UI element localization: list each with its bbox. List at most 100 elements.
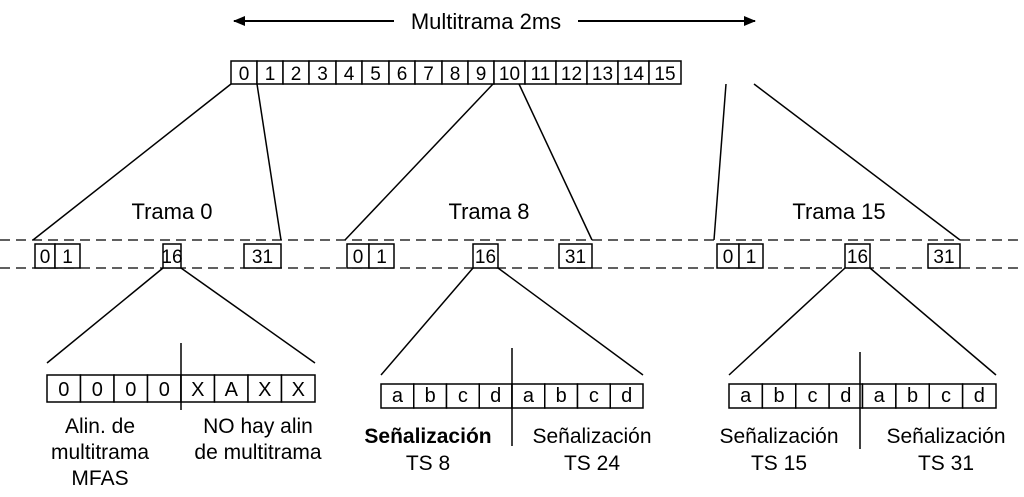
fan-line xyxy=(497,267,644,376)
timeslot-box xyxy=(558,243,593,269)
multiframe-cell-label: 10 xyxy=(499,64,520,85)
bit-cell xyxy=(445,383,480,409)
timeslot-label: 16 xyxy=(161,247,182,268)
bit-label: a xyxy=(874,385,886,407)
slot16-fan-lines xyxy=(46,267,997,376)
timeslot-box xyxy=(738,243,764,269)
bit-cell xyxy=(961,383,997,409)
bit-cell xyxy=(113,374,149,403)
bit-label: b xyxy=(556,385,567,407)
timeslot-box xyxy=(162,243,182,269)
fan-line xyxy=(713,83,727,241)
caption-line: Señalización xyxy=(886,425,1005,448)
bit-label: b xyxy=(907,385,918,407)
bit-label: a xyxy=(740,385,752,407)
bit-label: 0 xyxy=(125,379,136,401)
caption-line: Alin. de xyxy=(65,415,135,438)
fan-line xyxy=(869,267,997,376)
bit-label: X xyxy=(191,379,204,401)
multiframe-cell-label: 7 xyxy=(423,64,434,85)
timeslot-label: 16 xyxy=(847,247,868,268)
bit-label: c xyxy=(458,385,468,407)
bit-cell xyxy=(795,383,830,409)
caption-line: multitrama xyxy=(51,441,149,464)
bit-cell xyxy=(247,374,283,403)
bit-label: b xyxy=(774,385,785,407)
bit-label: d xyxy=(974,385,985,407)
bit-cell xyxy=(895,383,930,409)
bit-label: 0 xyxy=(159,379,170,401)
bit-label: a xyxy=(392,385,404,407)
timeslot-label: 1 xyxy=(62,247,73,268)
multiframe-cell-label: 14 xyxy=(623,64,645,85)
caption-line: Señalización xyxy=(532,425,651,448)
timeslot-box xyxy=(927,243,961,269)
bit-label: d xyxy=(621,385,632,407)
caption-line: Señalización xyxy=(719,425,838,448)
multiframe-cell xyxy=(648,60,682,85)
multiframe-cell-label: 3 xyxy=(317,64,328,85)
bit-cell xyxy=(280,374,316,403)
bit-label: 0 xyxy=(58,379,69,401)
fan-line xyxy=(32,83,232,241)
bit-cell xyxy=(413,383,448,409)
caption-line: TS 24 xyxy=(564,452,620,475)
timeslot-box xyxy=(368,243,395,269)
fan-line xyxy=(728,267,846,376)
timeslot-label: 31 xyxy=(252,247,273,268)
timeslot-label: 0 xyxy=(723,247,734,268)
multiframe-cell-label: 5 xyxy=(370,64,381,85)
multiframe-cell-label: 6 xyxy=(397,64,408,85)
timeslot-box xyxy=(54,243,81,269)
timeslot-label: 31 xyxy=(933,247,954,268)
bit-label: b xyxy=(425,385,436,407)
fan-line xyxy=(46,267,164,364)
caption-line: TS 8 xyxy=(406,452,450,475)
timeslot-label: 0 xyxy=(40,247,51,268)
frame-title: Trama 15 xyxy=(792,199,885,224)
multiframe-cell-label: 15 xyxy=(654,64,675,85)
bit-label: A xyxy=(225,379,239,401)
timeslot-label: 16 xyxy=(475,247,496,268)
multiframe-cell-label: 9 xyxy=(476,64,487,85)
multiframe-cell-label: 1 xyxy=(265,64,276,85)
timeslot-label: 0 xyxy=(353,247,364,268)
bit-label: d xyxy=(490,385,501,407)
multiframe-cell-label: 12 xyxy=(561,64,582,85)
bit-cell xyxy=(609,383,644,409)
bit-label: a xyxy=(523,385,535,407)
caption-line: TS 15 xyxy=(751,452,807,475)
multiframe-cell-label: 4 xyxy=(344,64,355,85)
multiframe-duration: Multitrama 2ms xyxy=(233,9,756,34)
bit-label: c xyxy=(589,385,599,407)
multiframe-cell-label: 13 xyxy=(592,64,613,85)
bit-cell xyxy=(146,374,182,403)
bit-cell xyxy=(46,374,82,403)
multiframe-cell-label: 11 xyxy=(531,64,551,85)
caption-line: NO hay alin xyxy=(203,415,313,438)
frame-title: Trama 0 xyxy=(131,199,212,224)
multiframe-fan-lines xyxy=(32,83,961,241)
bit-label: c xyxy=(941,385,951,407)
caption-line: Señalización xyxy=(364,425,491,448)
fan-line xyxy=(753,83,961,241)
fan-line xyxy=(380,267,474,376)
frame-titles: Trama 0 Trama 8 Trama 15 xyxy=(131,199,885,224)
bit-label: c xyxy=(807,385,817,407)
bit-label: d xyxy=(840,385,851,407)
fan-line xyxy=(256,83,282,241)
multiframe-cell-label: 8 xyxy=(450,64,461,85)
timeslot-label: 1 xyxy=(376,247,387,268)
fan-line xyxy=(518,83,593,241)
